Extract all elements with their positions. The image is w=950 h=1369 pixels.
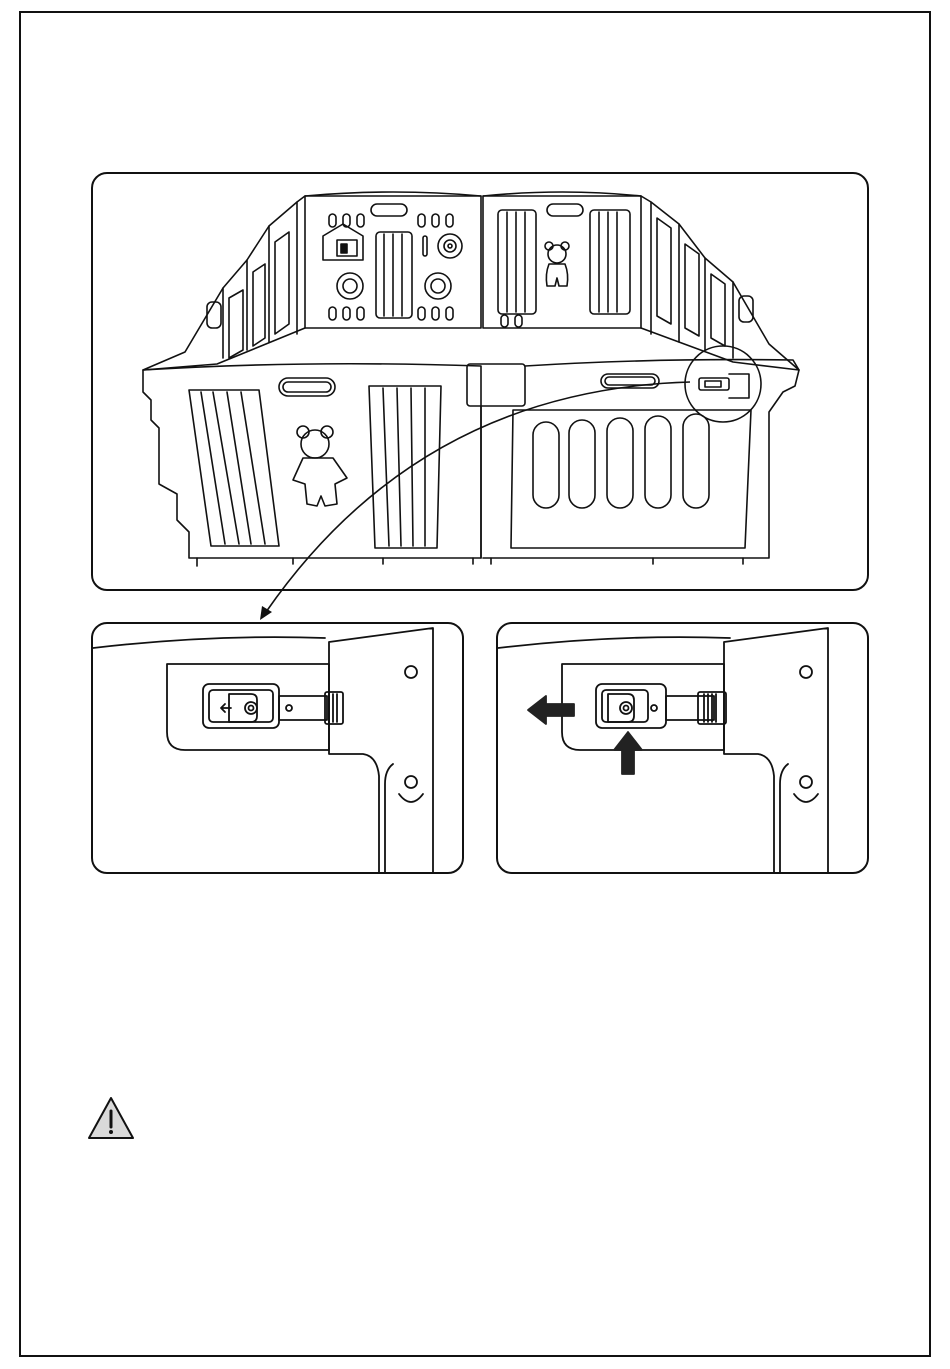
- front-panel-left: [143, 364, 481, 558]
- arrow-left-icon: [528, 696, 574, 724]
- arrow-up-icon: [614, 732, 642, 774]
- bear-icon: [545, 242, 569, 286]
- front-panel-right: [483, 360, 799, 558]
- connector-plate: [724, 628, 828, 872]
- warning-icon: [86, 1095, 136, 1141]
- side-panel-left: [143, 196, 305, 370]
- latch-release-detail: [496, 622, 869, 874]
- house-icon: [323, 224, 363, 260]
- bear-icon: [293, 426, 347, 506]
- latch-locked-detail: [91, 622, 464, 874]
- playpen-overview-illustration: [91, 172, 869, 591]
- connector-plate: [329, 628, 433, 872]
